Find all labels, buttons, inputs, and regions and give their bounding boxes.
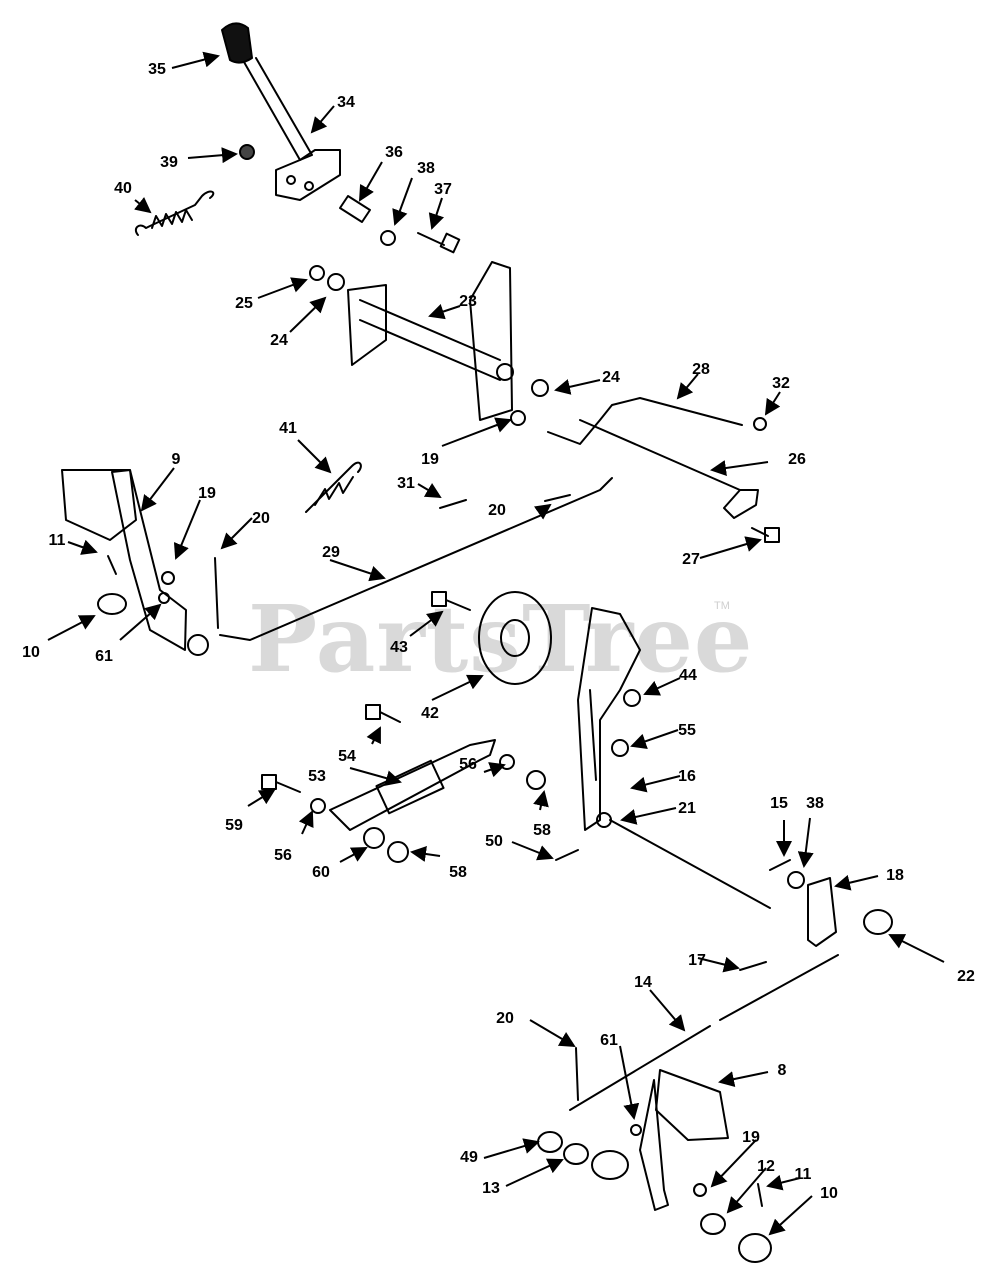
callout-22[interactable]: 22	[957, 968, 975, 985]
callout-19[interactable]: 19	[742, 1129, 760, 1146]
callout-24[interactable]: 24	[602, 369, 620, 386]
callout-37[interactable]: 37	[434, 181, 452, 198]
callout-35[interactable]: 35	[148, 61, 166, 78]
callout-56[interactable]: 56	[459, 756, 477, 773]
callout-21[interactable]: 21	[678, 800, 696, 817]
callout-36[interactable]: 36	[385, 144, 403, 161]
callout-49[interactable]: 49	[460, 1149, 478, 1166]
spring-part	[134, 190, 215, 236]
callout-43[interactable]: 43	[390, 639, 408, 656]
pedal-arm-part	[221, 22, 341, 201]
callout-58[interactable]: 58	[449, 864, 467, 881]
callout-59[interactable]: 59	[225, 817, 243, 834]
callout-24[interactable]: 24	[270, 332, 288, 349]
callout-12[interactable]: 12	[757, 1158, 775, 1175]
callout-19[interactable]: 19	[198, 485, 216, 502]
callout-27[interactable]: 27	[682, 551, 700, 568]
callout-31[interactable]: 31	[397, 475, 415, 492]
callout-15[interactable]: 15	[770, 795, 788, 812]
callout-16[interactable]: 16	[678, 768, 696, 785]
callout-18[interactable]: 18	[886, 867, 904, 884]
callout-54[interactable]: 54	[338, 748, 356, 765]
callout-10[interactable]: 10	[22, 644, 40, 661]
callout-14[interactable]: 14	[634, 974, 652, 991]
callout-44[interactable]: 44	[679, 667, 697, 684]
callout-20[interactable]: 20	[252, 510, 270, 527]
callout-17[interactable]: 17	[688, 952, 706, 969]
leader-lines	[47, 51, 945, 1236]
callout-58[interactable]: 58	[533, 822, 551, 839]
nut-part	[239, 144, 255, 160]
callout-20[interactable]: 20	[496, 1010, 514, 1027]
callout-32[interactable]: 32	[772, 375, 790, 392]
callout-42[interactable]: 42	[421, 705, 439, 722]
callout-39[interactable]: 39	[160, 154, 178, 171]
callout-11[interactable]: 11	[794, 1166, 812, 1183]
callout-41[interactable]: 41	[279, 420, 297, 437]
callout-20[interactable]: 20	[488, 502, 506, 519]
callout-56[interactable]: 56	[274, 847, 292, 864]
callout-28[interactable]: 28	[692, 361, 710, 378]
callout-25[interactable]: 25	[235, 295, 253, 312]
callout-40[interactable]: 40	[114, 180, 132, 197]
callout-19[interactable]: 19	[421, 451, 439, 468]
callout-60[interactable]: 60	[312, 864, 330, 881]
callout-50[interactable]: 50	[485, 833, 503, 850]
callout-29[interactable]: 29	[322, 544, 340, 561]
callout-61[interactable]: 61	[600, 1032, 618, 1049]
callout-38[interactable]: 38	[417, 160, 435, 177]
callout-61[interactable]: 61	[95, 648, 113, 665]
trademark-mark: TM	[714, 600, 730, 612]
callout-26[interactable]: 26	[788, 451, 806, 468]
callout-38[interactable]: 38	[806, 795, 824, 812]
callout-9[interactable]: 9	[171, 451, 181, 468]
callout-8[interactable]: 8	[777, 1062, 787, 1079]
callout-53[interactable]: 53	[308, 768, 326, 785]
callout-34[interactable]: 34	[337, 94, 355, 111]
callout-13[interactable]: 13	[482, 1180, 500, 1197]
callout-23[interactable]: 23	[459, 293, 477, 310]
callout-55[interactable]: 55	[678, 722, 696, 739]
callout-11[interactable]: 11	[48, 532, 66, 549]
callout-10[interactable]: 10	[820, 1185, 838, 1202]
